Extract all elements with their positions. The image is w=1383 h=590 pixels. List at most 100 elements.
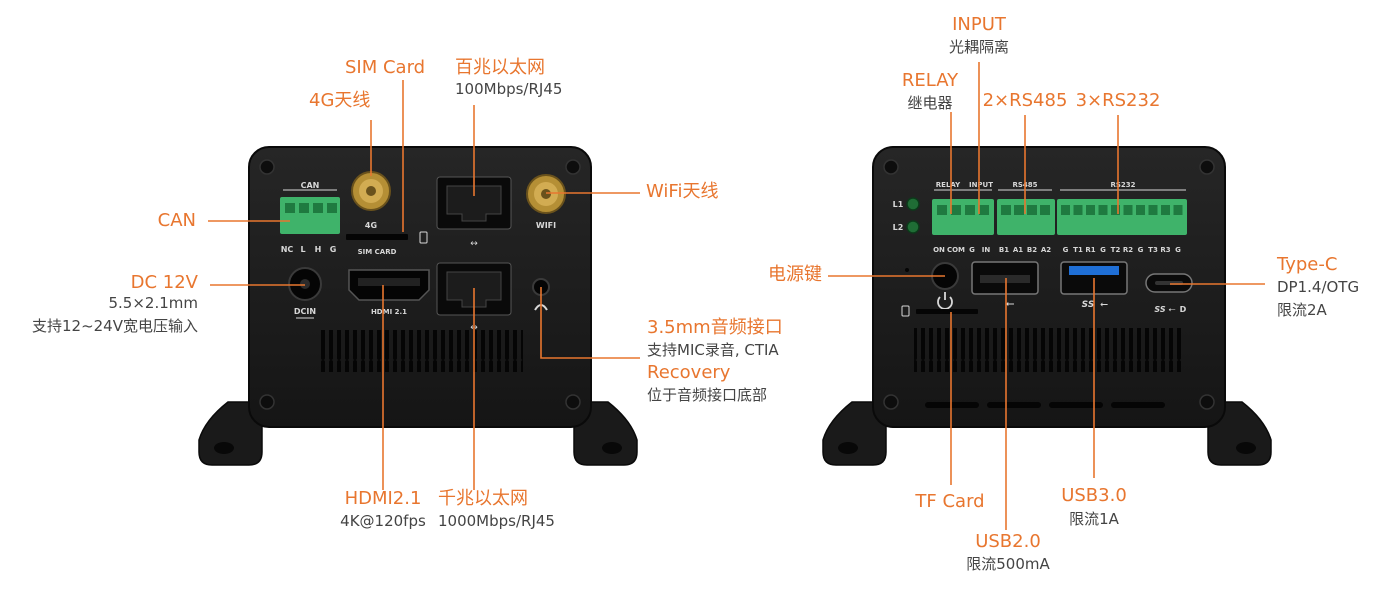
silk-pin: T3	[1148, 246, 1158, 254]
screw	[259, 394, 275, 410]
silk-wifi: WIFI	[536, 221, 556, 230]
label-type-c-sub1: DP1.4/OTG	[1277, 278, 1360, 296]
front-device: CAN NC L H G 4G SIM CARD ↔ WIFI DCIN	[198, 146, 638, 466]
silk-relay: RELAY	[936, 181, 961, 189]
silk-pin: B2	[1027, 246, 1037, 254]
label-usb2: USB2.0	[975, 531, 1041, 552]
label-audio-sub: 支持MIC录音, CTIA	[647, 341, 779, 359]
silk-pin: R2	[1123, 246, 1133, 254]
dp-logo: D	[1180, 305, 1187, 314]
silk-rs485-pins: B1 A1 B2 A2	[999, 246, 1051, 254]
screw	[565, 159, 581, 175]
label-dc-sub1: 5.5×2.1mm	[108, 294, 198, 312]
label-hdmi-sub: 4K@120fps	[340, 512, 426, 530]
label-rs232: 3×RS232	[1075, 90, 1161, 111]
bottom-slot	[1111, 402, 1165, 408]
silk-can-pin: H	[315, 245, 322, 254]
label-recovery: Recovery	[647, 362, 731, 383]
lan-arrows-icon: ↔	[470, 239, 478, 249]
sd-card-icon	[901, 305, 910, 317]
label-sim-card: SIM Card	[345, 57, 426, 78]
silk-pin: R1	[1085, 246, 1095, 254]
silk-can-pins: NC L H G	[281, 245, 337, 254]
label-can: CAN	[157, 210, 196, 231]
silk-pin: T1	[1073, 246, 1083, 254]
label-relay-sub: 继电器	[907, 94, 953, 112]
leader-audio	[540, 287, 640, 359]
label-power-key: 电源键	[768, 264, 822, 285]
led-l2	[906, 220, 920, 234]
label-recovery-sub: 位于音频接口底部	[647, 386, 768, 404]
label-input-sub: 光耦隔离	[948, 38, 1009, 56]
screw	[1199, 159, 1215, 175]
usb3-logo: SS	[1082, 300, 1095, 310]
relay-input-terminal	[932, 199, 994, 235]
silk-can-pin: NC	[281, 245, 294, 254]
silk-led-l1: L1	[893, 200, 904, 209]
label-ethernet-1000: 千兆以太网	[438, 488, 528, 509]
silk-pin: T2	[1111, 246, 1121, 254]
label-usb3-sub: 限流1A	[1069, 510, 1119, 528]
silk-pin: A1	[1013, 246, 1023, 254]
label-ethernet-100: 百兆以太网	[455, 57, 545, 78]
silk-dcin: DCIN	[294, 307, 316, 316]
can-terminal	[280, 197, 340, 234]
bottom-slot	[925, 402, 979, 408]
silk-pin: G	[969, 246, 975, 254]
silk-4g: 4G	[365, 221, 377, 230]
silk-rs232-pins: G T1 R1 G T2 R2 G T3 R3 G	[1063, 246, 1182, 254]
usb-icon: ⭠	[1006, 297, 1015, 310]
front-vent	[319, 330, 523, 372]
label-tf-card: TF Card	[915, 491, 985, 512]
bottom-slot	[1049, 402, 1103, 408]
label-input: INPUT	[952, 14, 1006, 35]
silk-pin: ON	[933, 246, 945, 254]
tf-card-slot	[916, 309, 978, 314]
silk-hdmi: HDMI 2.1	[371, 308, 407, 316]
leader-lines	[208, 62, 1265, 530]
screw	[1199, 394, 1215, 410]
silk-pin: G	[1175, 246, 1181, 254]
label-ethernet-1000-sub: 1000Mbps/RJ45	[438, 512, 555, 530]
label-relay: RELAY	[901, 70, 959, 91]
silk-pin: A2	[1041, 246, 1051, 254]
label-dc: DC 12V	[130, 272, 198, 293]
silk-pin: G	[1063, 246, 1069, 254]
screw	[259, 159, 275, 175]
label-hdmi: HDMI2.1	[344, 488, 422, 509]
label-rs485: 2×RS485	[982, 90, 1068, 111]
rs485-terminal	[997, 199, 1055, 235]
silk-pin: B1	[999, 246, 1009, 254]
silk-can-pin: L	[300, 245, 305, 254]
screw	[883, 159, 899, 175]
bottom-slot	[987, 402, 1041, 408]
back-vent	[914, 328, 1182, 372]
sim-icon	[419, 231, 428, 244]
silk-sim-card: SIM CARD	[358, 248, 397, 256]
sim-card-slot	[346, 234, 408, 240]
label-dc-sub2: 支持12~24V宽电压输入	[31, 317, 198, 335]
silk-led-l2: L2	[893, 223, 904, 232]
label-ethernet-100-sub: 100Mbps/RJ45	[455, 80, 563, 98]
back-device: L1 L2 RELAY INPUT RS485 RS232 ON COM	[822, 146, 1272, 466]
silk-input: INPUT	[969, 181, 993, 189]
usb-icon: ⭠	[1168, 305, 1175, 315]
silk-pin: G	[1100, 246, 1106, 254]
silk-pin: COM	[947, 246, 965, 254]
usb-icon: ⭠	[1100, 299, 1108, 310]
power-icon	[937, 292, 953, 310]
rs232-terminal	[1057, 199, 1187, 235]
silk-relay-input-pins: ON COM G IN	[933, 246, 990, 254]
silk-rs232: RS232	[1110, 181, 1135, 189]
silk-can-pin: G	[330, 245, 337, 254]
silk-pin: R3	[1160, 246, 1170, 254]
label-wifi-antenna: WiFi天线	[646, 181, 719, 202]
silk-pin: G	[1138, 246, 1144, 254]
label-usb2-sub: 限流500mA	[966, 555, 1050, 573]
led-l1	[906, 197, 920, 211]
screw	[883, 394, 899, 410]
label-4g-antenna: 4G天线	[309, 90, 371, 111]
label-audio: 3.5mm音频接口	[647, 317, 783, 338]
silk-pin: IN	[982, 246, 991, 254]
